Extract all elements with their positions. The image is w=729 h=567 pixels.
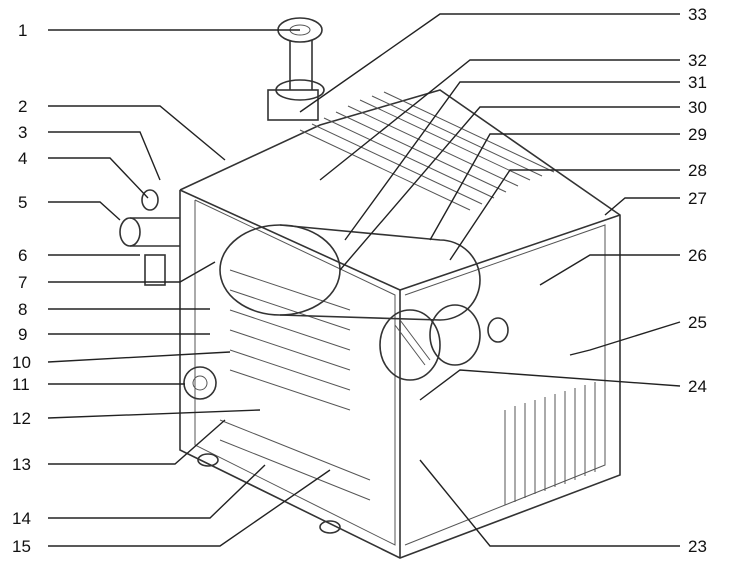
flue-flange bbox=[267, 17, 325, 121]
callout-7: 7 bbox=[18, 273, 27, 292]
callout-25: 25 bbox=[688, 313, 707, 332]
callout-14: 14 bbox=[12, 509, 31, 528]
foot bbox=[197, 453, 219, 467]
inlet-pipe bbox=[119, 189, 180, 286]
callout-1: 1 bbox=[18, 21, 27, 40]
callout-4: 4 bbox=[18, 149, 27, 168]
callout-26: 26 bbox=[688, 246, 707, 265]
leader-lines bbox=[47, 13, 681, 547]
bottom-tray bbox=[219, 419, 371, 501]
callout-9: 9 bbox=[18, 325, 27, 344]
callout-2: 2 bbox=[18, 97, 27, 116]
callout-30: 30 bbox=[688, 98, 707, 117]
callout-23: 23 bbox=[688, 537, 707, 556]
callout-10: 10 bbox=[12, 353, 31, 372]
top-louvers bbox=[299, 91, 555, 211]
boiler-illustration bbox=[119, 17, 621, 559]
callout-27: 27 bbox=[688, 189, 707, 208]
callout-31: 31 bbox=[688, 73, 707, 92]
callout-15: 15 bbox=[12, 537, 31, 556]
callout-8: 8 bbox=[18, 300, 27, 319]
drum bbox=[219, 224, 481, 321]
callout-11: 11 bbox=[12, 375, 30, 394]
callout-29: 29 bbox=[688, 125, 707, 144]
callout-6: 6 bbox=[18, 246, 27, 265]
callout-24: 24 bbox=[688, 377, 707, 396]
callout-13: 13 bbox=[12, 455, 31, 474]
callout-12: 12 bbox=[12, 409, 31, 428]
side-grille bbox=[504, 382, 596, 505]
blower-fan bbox=[379, 304, 509, 381]
callout-3: 3 bbox=[18, 123, 27, 142]
callout-32: 32 bbox=[688, 51, 707, 70]
callout-33: 33 bbox=[688, 5, 707, 24]
callout-28: 28 bbox=[688, 161, 707, 180]
foot bbox=[319, 520, 341, 534]
pump-flange bbox=[183, 366, 217, 400]
heat-exchanger-tubes bbox=[229, 269, 351, 411]
callout-5: 5 bbox=[18, 193, 27, 212]
callout-labels: 1 2 3 4 5 6 7 8 9 10 11 12 13 14 15 33 3… bbox=[12, 5, 707, 556]
